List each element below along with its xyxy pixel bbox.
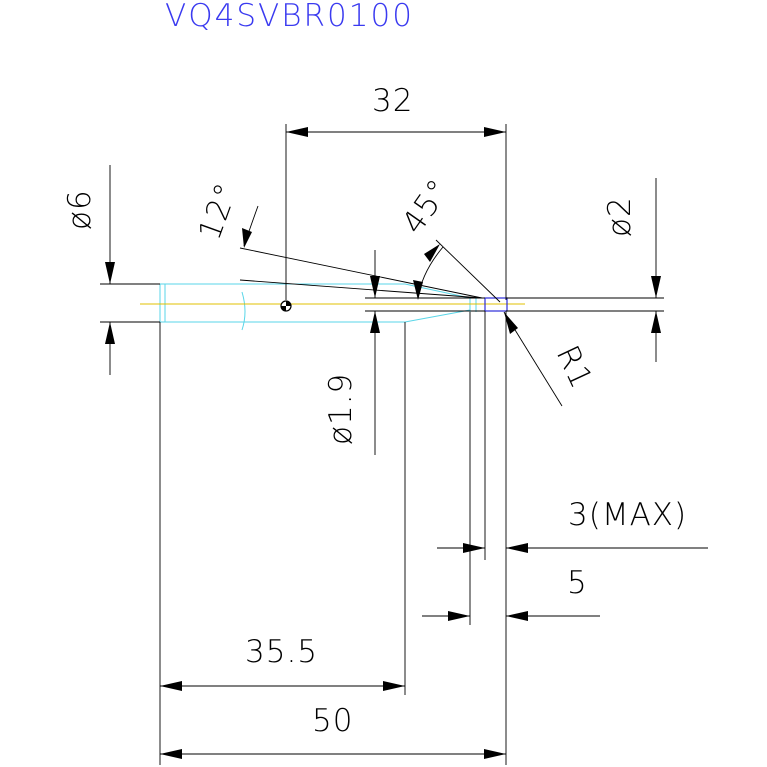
dim-35-5-label: 35.5 bbox=[245, 634, 318, 670]
dim-3-max-label: 3(MAX) bbox=[568, 497, 687, 533]
dim-radius-1-label: R1 bbox=[549, 340, 600, 394]
dimension-radius-1: R1 bbox=[503, 311, 600, 407]
dimension-dia-1-9: ø1.9 bbox=[323, 250, 485, 455]
reference-point-marker bbox=[280, 300, 292, 312]
tool-body bbox=[159, 283, 477, 331]
dim-5-label: 5 bbox=[567, 565, 588, 601]
dimension-5: 5 bbox=[422, 312, 600, 625]
dimension-dia-6: ø6 bbox=[62, 165, 160, 375]
dim-dia-1-9-label: ø1.9 bbox=[323, 373, 359, 445]
dim-dia-6-label: ø6 bbox=[62, 189, 98, 230]
part-number-title: VQ4SVBR0100 bbox=[165, 0, 414, 34]
dimension-50: 50 bbox=[160, 625, 507, 765]
dim-angle-12-label: 12° bbox=[192, 178, 246, 245]
dimension-32: 32 bbox=[285, 83, 507, 300]
dimension-angle-45: 45° bbox=[395, 172, 501, 303]
dim-dia-2-label: ø2 bbox=[602, 196, 638, 237]
dimension-35-5: 35.5 bbox=[159, 322, 406, 765]
dim-32-label: 32 bbox=[372, 83, 413, 119]
dimension-dia-2: ø2 bbox=[506, 178, 664, 362]
dim-50-label: 50 bbox=[312, 703, 353, 739]
dimension-3-max: 3(MAX) bbox=[437, 311, 708, 625]
dim-angle-45-label: 45° bbox=[395, 172, 458, 240]
